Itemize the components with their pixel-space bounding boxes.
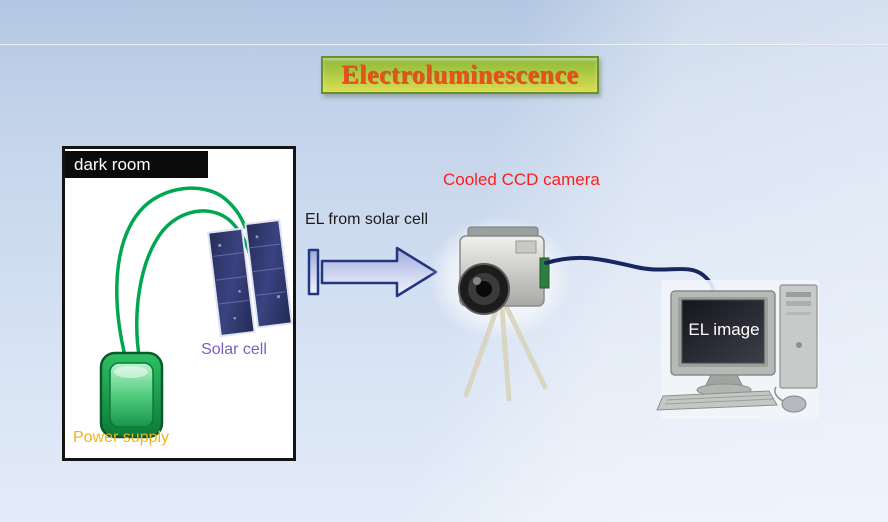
computer-monitor — [670, 290, 776, 397]
top-divider-line — [0, 44, 888, 46]
el-from-solar-cell-label: EL from solar cell — [305, 211, 428, 228]
computer-mouse — [774, 386, 807, 413]
dark-room-label: dark room — [65, 151, 208, 178]
camera-lens — [458, 263, 510, 315]
cooled-ccd-camera-label: Cooled CCD camera — [443, 170, 600, 189]
dark-room-box: dark room — [62, 146, 296, 461]
slide-title: Electroluminescence — [341, 60, 579, 89]
computer-keyboard — [656, 390, 778, 411]
computer-image — [656, 280, 819, 419]
camera-computer-cable — [544, 255, 717, 305]
ccd-camera-image — [428, 216, 572, 402]
slide-title-box: Electroluminescence — [321, 56, 599, 94]
solar-cell-label: Solar cell — [201, 341, 267, 358]
el-image-label: EL image — [688, 320, 760, 339]
tripod-legs — [463, 305, 548, 402]
power-supply-label: Power supply — [73, 429, 170, 446]
computer-tower — [779, 284, 818, 389]
el-arrow — [307, 246, 438, 298]
